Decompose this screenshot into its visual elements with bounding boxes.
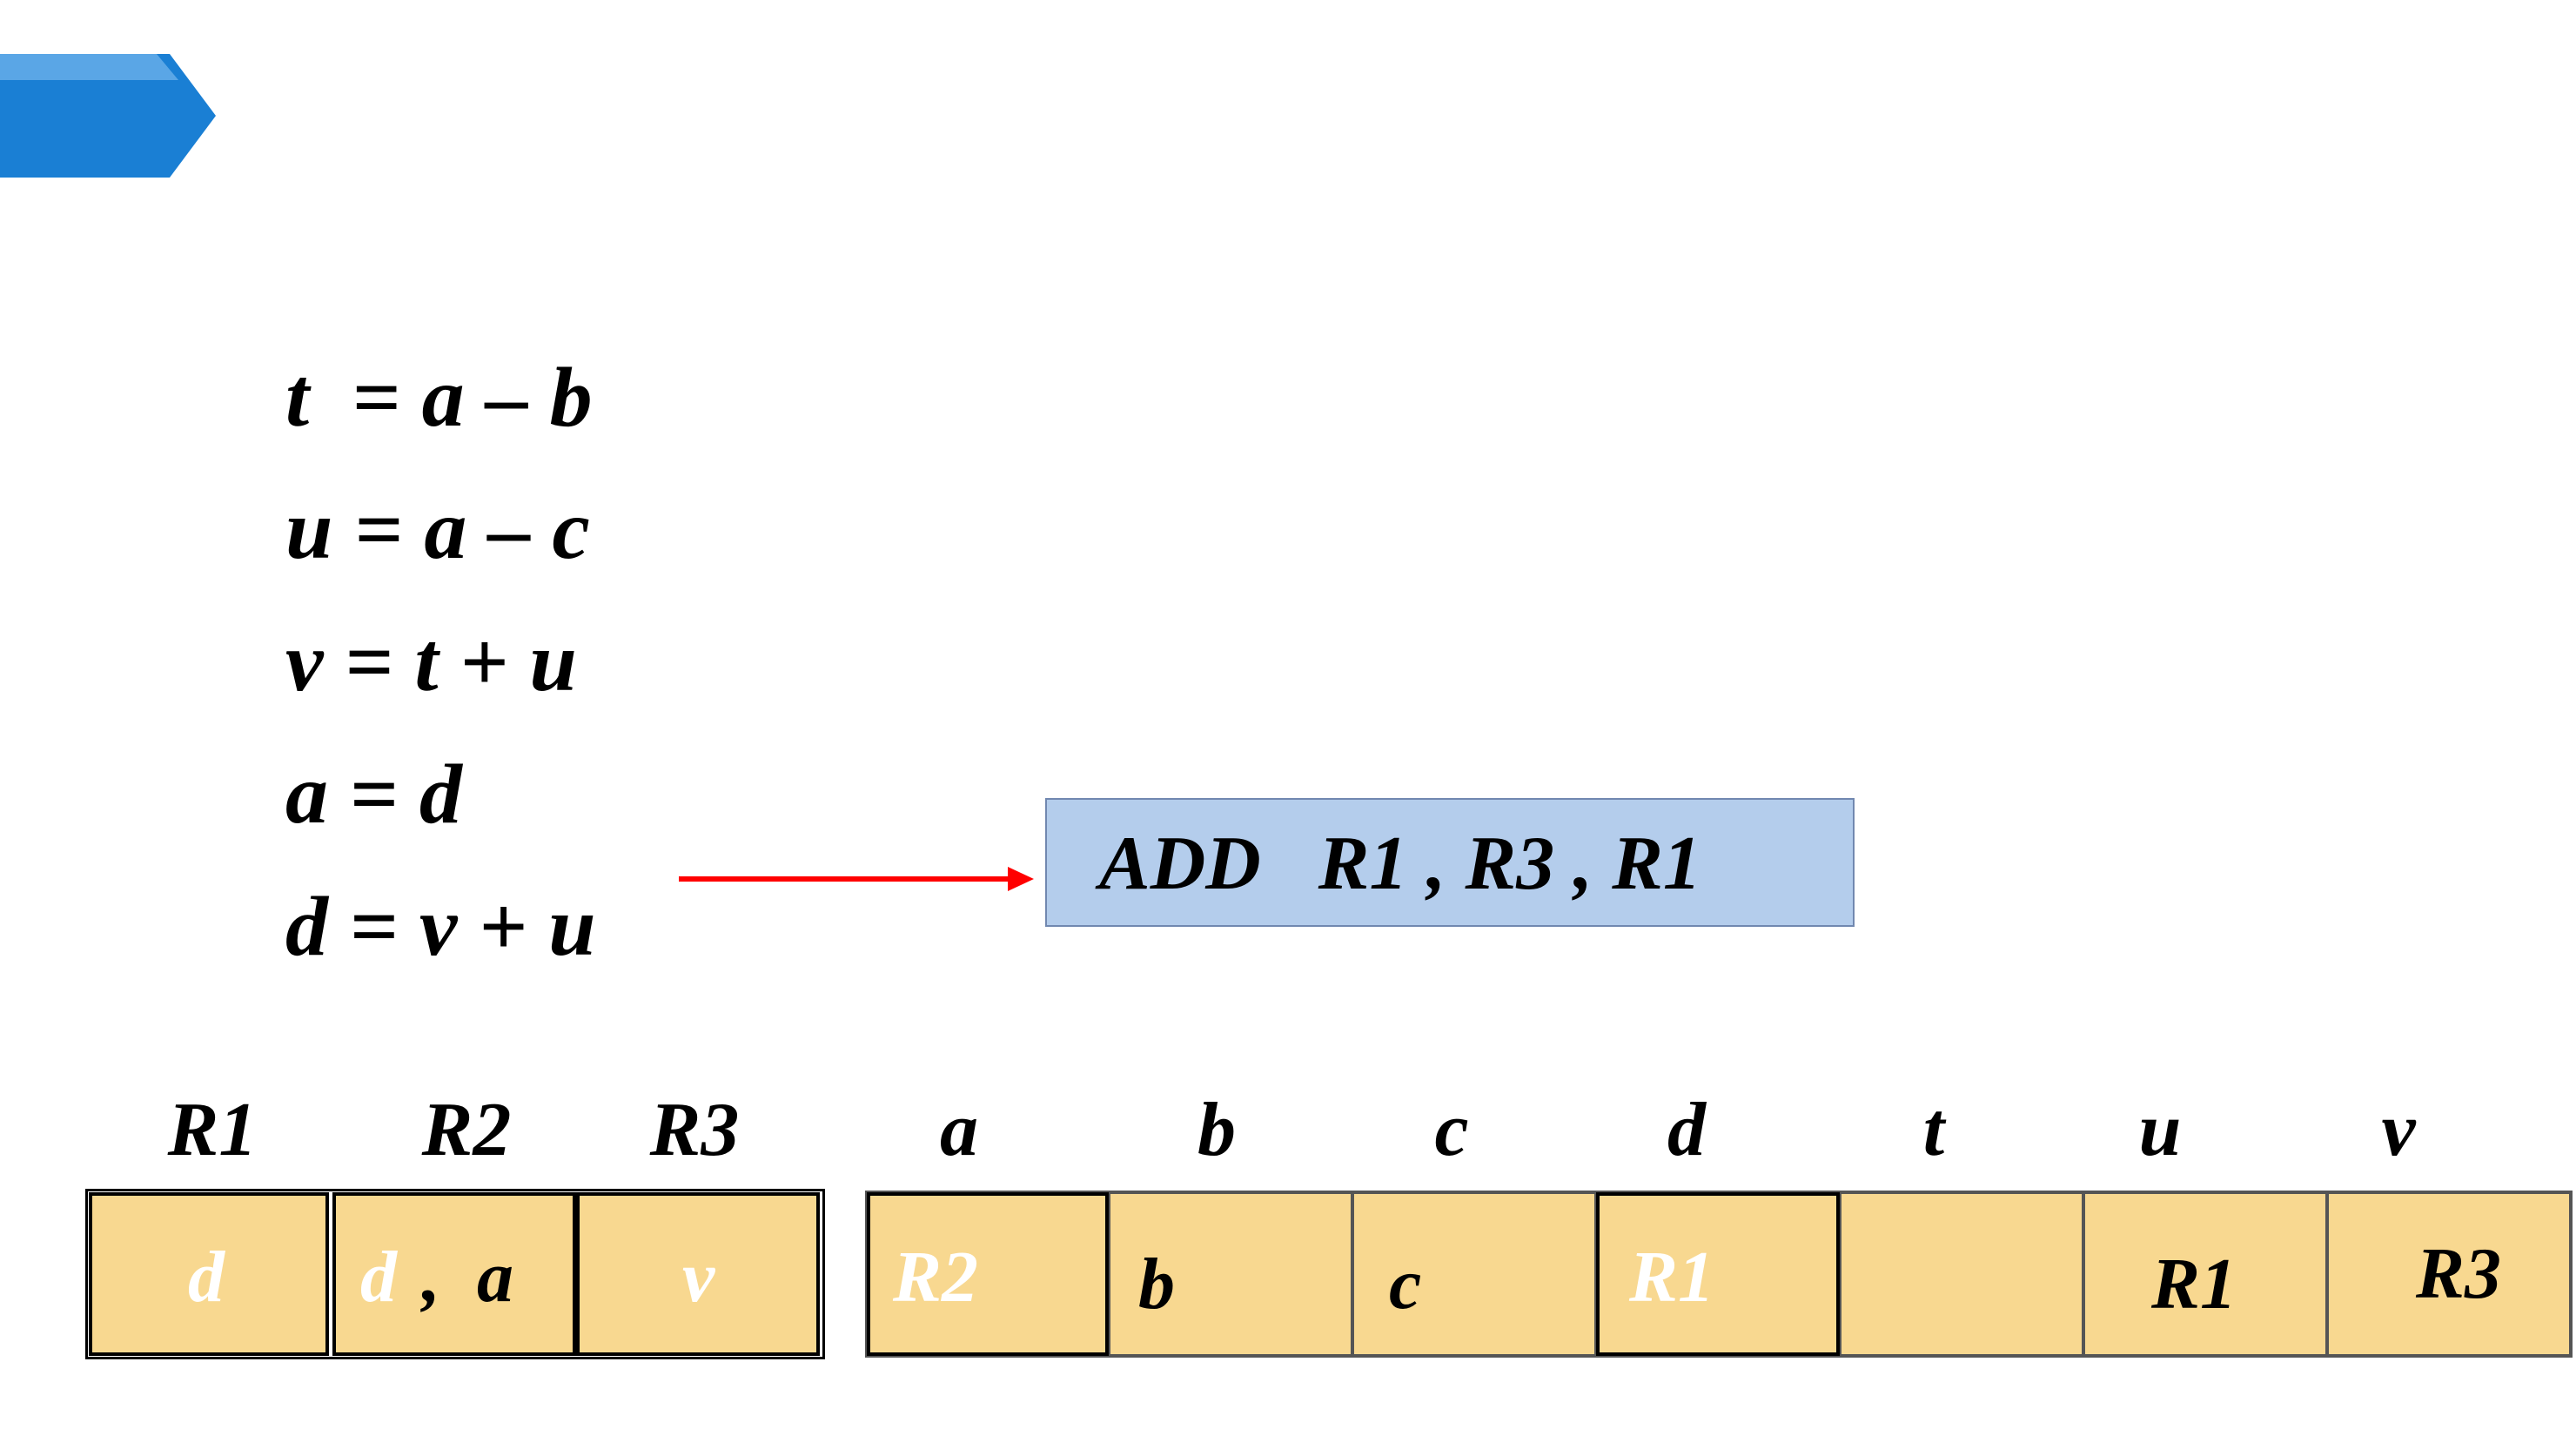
variable-header-a: a bbox=[940, 1088, 978, 1172]
red-arrow bbox=[679, 867, 1034, 891]
register-cell-r1: d bbox=[89, 1192, 329, 1356]
variable-cell-t bbox=[1840, 1192, 2083, 1356]
variable-value-c: c bbox=[1389, 1244, 1422, 1325]
variable-value-a: R2 bbox=[893, 1237, 979, 1318]
variable-cell-b: b bbox=[1109, 1192, 1352, 1356]
variable-header-b: b bbox=[1197, 1088, 1236, 1172]
register-header-r2: R2 bbox=[421, 1088, 512, 1172]
variable-value-v: R3 bbox=[2416, 1233, 2502, 1314]
variable-value-b: b bbox=[1138, 1244, 1175, 1325]
equation-4: a = d bbox=[285, 748, 462, 842]
variable-cell-u: R1 bbox=[2083, 1192, 2327, 1356]
equation-1: t = a – b bbox=[285, 351, 593, 445]
register-cell-r2: d , a bbox=[332, 1192, 576, 1356]
corner-tab-decoration bbox=[0, 54, 216, 178]
variable-value-u: R1 bbox=[2151, 1244, 2237, 1325]
variable-value-d: R1 bbox=[1629, 1237, 1715, 1318]
variable-header-v: v bbox=[2381, 1088, 2416, 1172]
register-value-r2-first: d bbox=[360, 1237, 397, 1318]
register-value-r3: v bbox=[682, 1237, 715, 1318]
variable-cell-c: c bbox=[1352, 1192, 1596, 1356]
register-value-r2-second: , a bbox=[404, 1237, 513, 1318]
register-value-r1: d bbox=[188, 1237, 225, 1318]
variable-cell-v: R3 bbox=[2327, 1192, 2571, 1356]
register-header-r1: R1 bbox=[167, 1088, 258, 1172]
variable-header-t: t bbox=[1922, 1088, 1945, 1172]
variable-header-c: c bbox=[1434, 1088, 1469, 1172]
variable-cell-a: R2 bbox=[867, 1192, 1109, 1356]
instruction-text: ADD R1 , R3 , R1 bbox=[1099, 822, 1701, 906]
equation-5: d = v + u bbox=[285, 880, 596, 974]
variable-header-u: u bbox=[2138, 1088, 2182, 1172]
equation-2: u = a – c bbox=[285, 483, 590, 577]
register-cell-r3: v bbox=[576, 1192, 820, 1356]
equation-3: v = t + u bbox=[285, 615, 577, 709]
register-header-r3: R3 bbox=[649, 1088, 740, 1172]
instruction-box: ADD R1 , R3 , R1 bbox=[1045, 798, 1855, 927]
variable-cell-d: R1 bbox=[1596, 1192, 1840, 1356]
variable-header-d: d bbox=[1667, 1088, 1706, 1172]
